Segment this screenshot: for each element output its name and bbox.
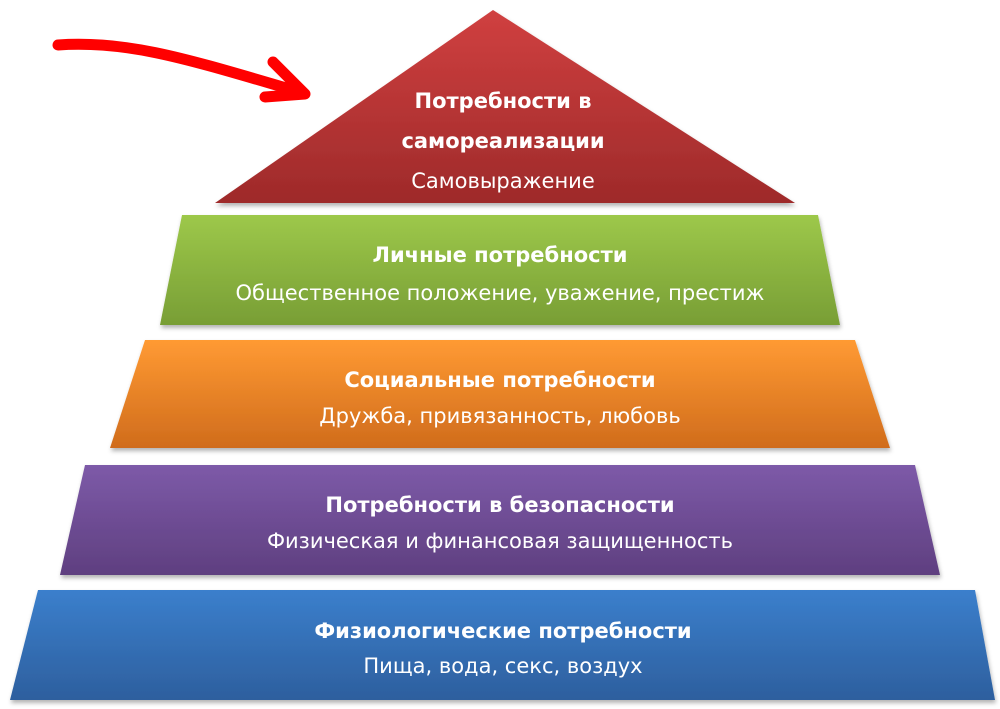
red-arrow-icon — [52, 38, 311, 103]
level-subtitle: Физическая и финансовая защищенность — [267, 529, 733, 553]
level-title: самореализации — [401, 129, 604, 153]
level-self-actualization: Потребности в самореализации Самовыражен… — [215, 10, 795, 203]
level-title: Потребности в безопасности — [325, 493, 674, 517]
level-safety: Потребности в безопасности Физическая и … — [60, 465, 940, 575]
level-subtitle: Общественное положение, уважение, прести… — [236, 281, 765, 305]
level-title: Физиологические потребности — [314, 619, 691, 643]
level-esteem: Личные потребности Общественное положени… — [160, 215, 840, 325]
level-subtitle: Дружба, привязанность, любовь — [319, 404, 680, 428]
level-social: Социальные потребности Дружба, привязанн… — [110, 340, 890, 448]
level-title: Социальные потребности — [344, 368, 655, 392]
level-subtitle: Самовыражение — [411, 169, 595, 193]
level-physiological: Физиологические потребности Пища, вода, … — [10, 590, 995, 700]
level-title: Личные потребности — [373, 243, 628, 267]
level-title: Потребности в — [415, 89, 592, 113]
level-subtitle: Пища, вода, секс, воздух — [363, 654, 642, 678]
